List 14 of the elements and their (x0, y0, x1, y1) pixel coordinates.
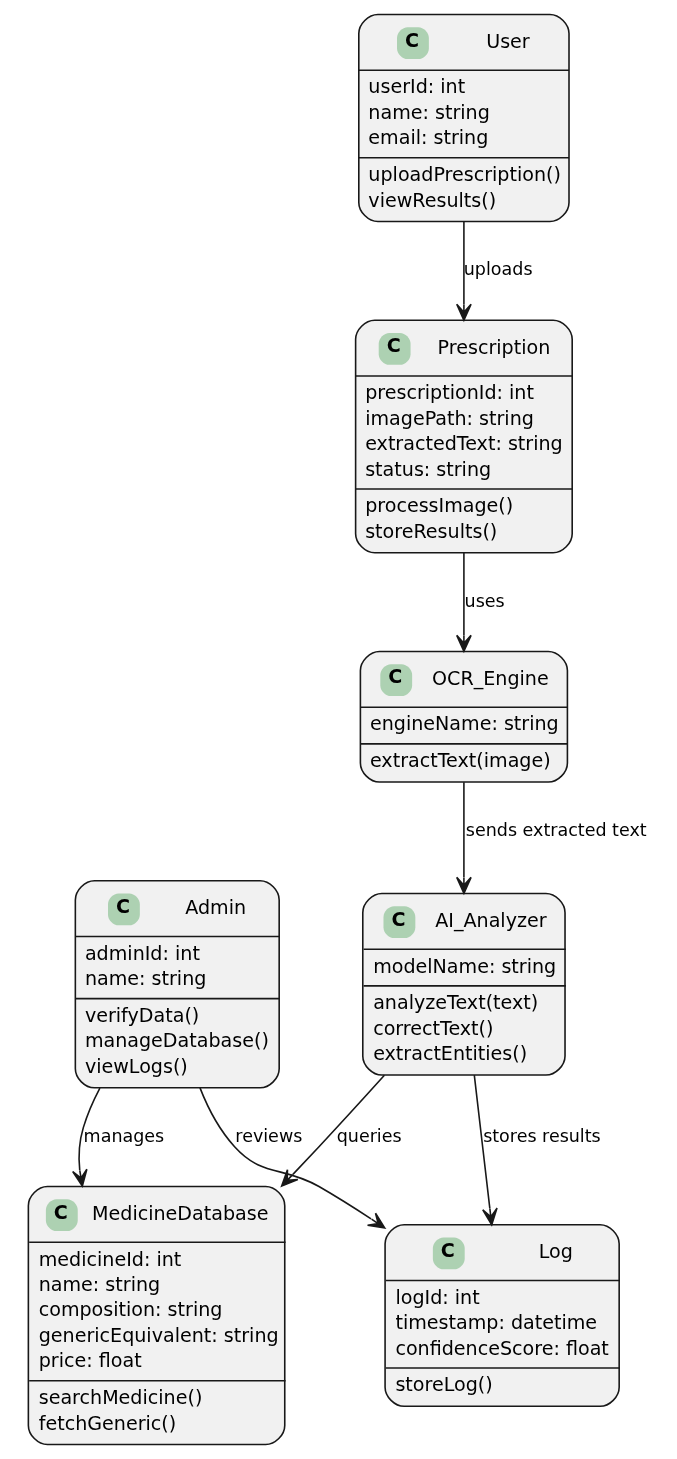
edge-label: uses (464, 590, 505, 611)
edge-label: reviews (235, 1125, 303, 1146)
arrow (473, 1074, 498, 1226)
arrow (280, 1074, 386, 1187)
arrow (455, 220, 472, 321)
edge-label: queries (336, 1125, 402, 1146)
arrow (71, 1087, 101, 1187)
edge-label: uploads (463, 259, 533, 280)
edge-label: stores results (483, 1125, 601, 1146)
arrow (455, 781, 472, 895)
arrow (455, 552, 472, 653)
arrow (199, 1087, 386, 1229)
edge-label: sends extracted text (465, 819, 647, 840)
edge-label: manages (83, 1125, 165, 1146)
